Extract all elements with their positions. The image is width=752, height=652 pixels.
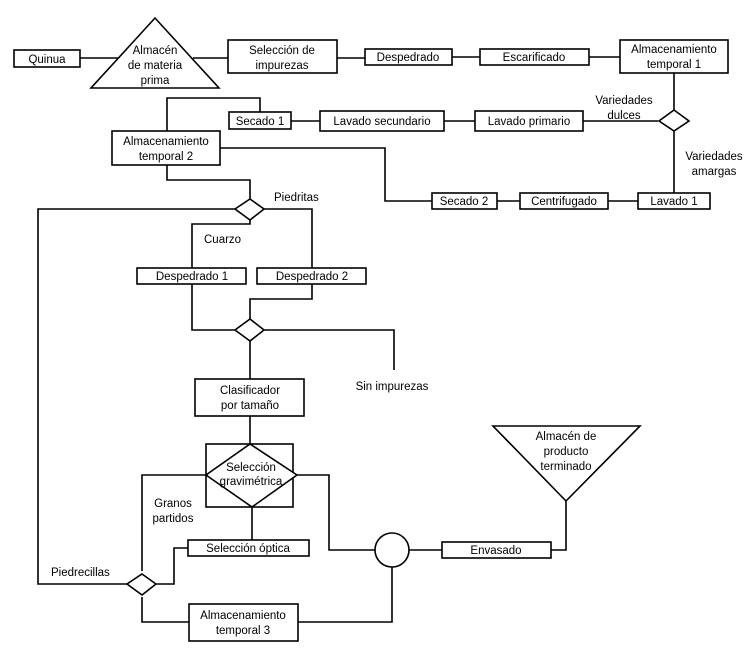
node-lavado-1: Lavado 1 bbox=[637, 192, 711, 210]
svg-text:partidos: partidos bbox=[153, 513, 194, 525]
decision-piedritas bbox=[233, 198, 266, 222]
svg-text:Despedrado 1: Despedrado 1 bbox=[156, 271, 228, 283]
connectors bbox=[37, 56, 675, 623]
node-despedrado-2: Despedrado 2 bbox=[256, 267, 367, 285]
svg-text:Lavado secundario: Lavado secundario bbox=[333, 116, 430, 128]
node-clasificador-por-tamano: Clasificador por tamaño bbox=[194, 378, 305, 417]
connector bbox=[166, 165, 251, 199]
connector bbox=[297, 474, 375, 551]
node-centrifugado: Centrifugado bbox=[519, 192, 609, 210]
svg-text:Selección de: Selección de bbox=[249, 45, 315, 57]
svg-text:dulces: dulces bbox=[607, 110, 640, 122]
svg-text:temporal 3: temporal 3 bbox=[216, 625, 270, 637]
svg-text:temporal 1: temporal 1 bbox=[647, 59, 701, 71]
svg-text:Variedades: Variedades bbox=[685, 151, 743, 163]
svg-text:Variedades: Variedades bbox=[595, 95, 653, 107]
node-almacen-producto-terminado: Almacén de producto terminado bbox=[491, 425, 642, 503]
svg-text:por tamaño: por tamaño bbox=[221, 400, 279, 412]
svg-text:impurezas: impurezas bbox=[255, 60, 308, 72]
svg-text:Envasado: Envasado bbox=[470, 545, 521, 557]
svg-text:prima: prima bbox=[141, 75, 170, 87]
label-cuarzo: Cuarzo bbox=[204, 234, 241, 246]
svg-text:Almacenamiento: Almacenamiento bbox=[123, 136, 209, 148]
svg-text:Escarificado: Escarificado bbox=[503, 52, 566, 64]
svg-text:Almacenamiento: Almacenamiento bbox=[200, 610, 286, 622]
node-almacenamiento-temporal-1: Almacenamiento temporal 1 bbox=[619, 39, 729, 74]
svg-text:Despedrado: Despedrado bbox=[377, 52, 440, 64]
connector bbox=[264, 329, 395, 370]
svg-text:Despedrado 2: Despedrado 2 bbox=[276, 271, 348, 283]
node-almacenamiento-temporal-3: Almacenamiento temporal 3 bbox=[188, 603, 299, 642]
svg-text:temporal 2: temporal 2 bbox=[139, 151, 193, 163]
label-sin-impurezas: Sin impurezas bbox=[356, 381, 429, 393]
svg-text:Lavado primario: Lavado primario bbox=[488, 116, 570, 128]
decision-impurezas bbox=[233, 317, 266, 343]
node-lavado-primario: Lavado primario bbox=[474, 110, 584, 132]
svg-text:Centrifugado: Centrifugado bbox=[531, 196, 597, 208]
node-secado-2: Secado 2 bbox=[431, 192, 498, 210]
node-seleccion-gravimetrica: Selección gravimétrica bbox=[204, 443, 299, 508]
node-despedrado: Despedrado bbox=[364, 48, 453, 66]
svg-text:Secado 1: Secado 1 bbox=[236, 116, 285, 128]
connector bbox=[166, 97, 261, 131]
node-lavado-secundario: Lavado secundario bbox=[319, 110, 445, 132]
node-despedrado-1: Despedrado 1 bbox=[136, 267, 247, 285]
node-seleccion-impurezas: Selección de impurezas bbox=[227, 39, 338, 74]
connector bbox=[141, 474, 206, 571]
svg-text:Secado 2: Secado 2 bbox=[440, 196, 489, 208]
svg-text:Selección óptica: Selección óptica bbox=[206, 543, 290, 555]
svg-text:terminado: terminado bbox=[540, 461, 591, 473]
node-almacenamiento-temporal-2: Almacenamiento temporal 2 bbox=[111, 130, 221, 166]
svg-text:amargas: amargas bbox=[692, 166, 737, 178]
connector bbox=[191, 284, 235, 331]
node-secado-1: Secado 1 bbox=[228, 111, 292, 130]
connector bbox=[37, 208, 235, 585]
svg-text:Quinua: Quinua bbox=[28, 54, 66, 66]
svg-text:Almacén: Almacén bbox=[133, 45, 178, 57]
svg-text:producto: producto bbox=[544, 446, 589, 458]
connector bbox=[141, 597, 189, 623]
svg-text:de materia: de materia bbox=[128, 60, 183, 72]
connector bbox=[156, 547, 188, 585]
label-granos-partidos: Granos partidos bbox=[153, 498, 194, 525]
label-variedades-dulces: Variedades dulces bbox=[595, 95, 653, 122]
node-escarificado: Escarificado bbox=[479, 48, 590, 66]
connector bbox=[220, 147, 432, 202]
connector bbox=[298, 567, 393, 623]
node-quinua: Quinua bbox=[13, 49, 81, 68]
label-piedrecillas: Piedrecillas bbox=[51, 567, 110, 579]
svg-text:Granos: Granos bbox=[154, 498, 192, 510]
label-variedades-amargas: Variedades amargas bbox=[685, 151, 743, 178]
node-seleccion-optica: Selección óptica bbox=[187, 539, 310, 557]
decision-variedades bbox=[657, 109, 691, 132]
connector bbox=[264, 208, 313, 268]
svg-text:Almacén de: Almacén de bbox=[536, 431, 597, 443]
connector bbox=[191, 220, 251, 268]
svg-text:Selección: Selección bbox=[226, 462, 276, 474]
junction-circle bbox=[374, 532, 410, 568]
decision-piedrecillas bbox=[125, 573, 158, 597]
svg-text:Almacenamiento: Almacenamiento bbox=[631, 44, 717, 56]
svg-text:gravimétrica: gravimétrica bbox=[220, 476, 283, 488]
connector bbox=[551, 501, 567, 551]
svg-text:Clasificador: Clasificador bbox=[220, 385, 280, 397]
label-piedritas: Piedritas bbox=[274, 192, 319, 204]
node-envasado: Envasado bbox=[441, 541, 552, 559]
svg-text:Lavado 1: Lavado 1 bbox=[650, 196, 697, 208]
node-almacen-materia-prima: Almacén de materia prima bbox=[89, 16, 221, 89]
connector bbox=[249, 284, 313, 319]
